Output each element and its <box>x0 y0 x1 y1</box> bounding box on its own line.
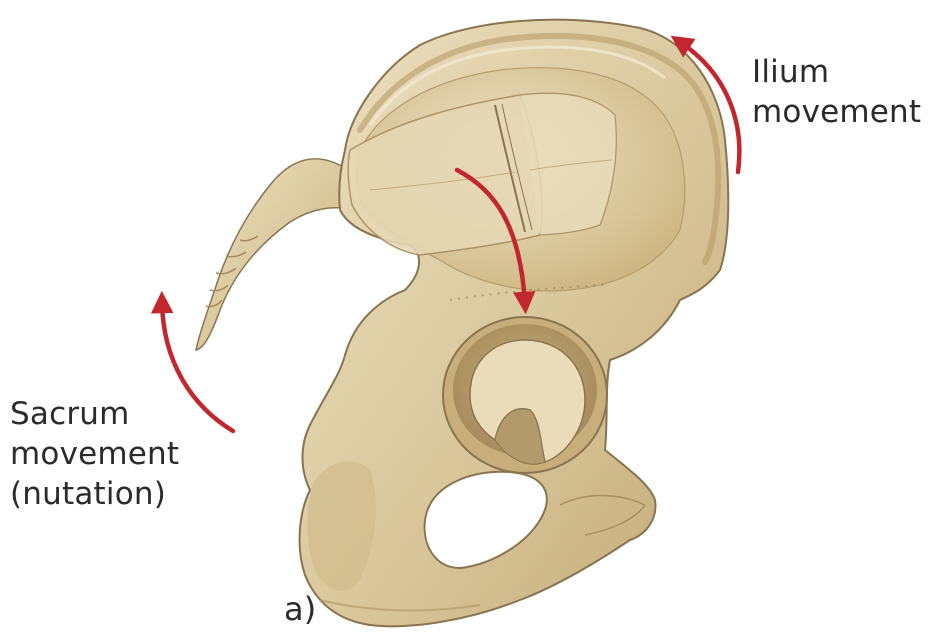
ilium-label-line1: Ilium <box>752 52 921 92</box>
hip-bone <box>300 20 729 627</box>
sacrum-label-line1: Sacrum <box>10 394 179 434</box>
sacrum-movement-label: Sacrum movement (nutation) <box>10 394 179 514</box>
ilium-movement-label: Ilium movement <box>752 52 921 132</box>
sacrum-label-line3: (nutation) <box>10 474 179 514</box>
coccyx <box>196 159 352 350</box>
panel-label: a) <box>284 589 317 629</box>
sacrum-label-line2: movement <box>10 434 179 474</box>
ilium-label-line2: movement <box>752 92 921 132</box>
